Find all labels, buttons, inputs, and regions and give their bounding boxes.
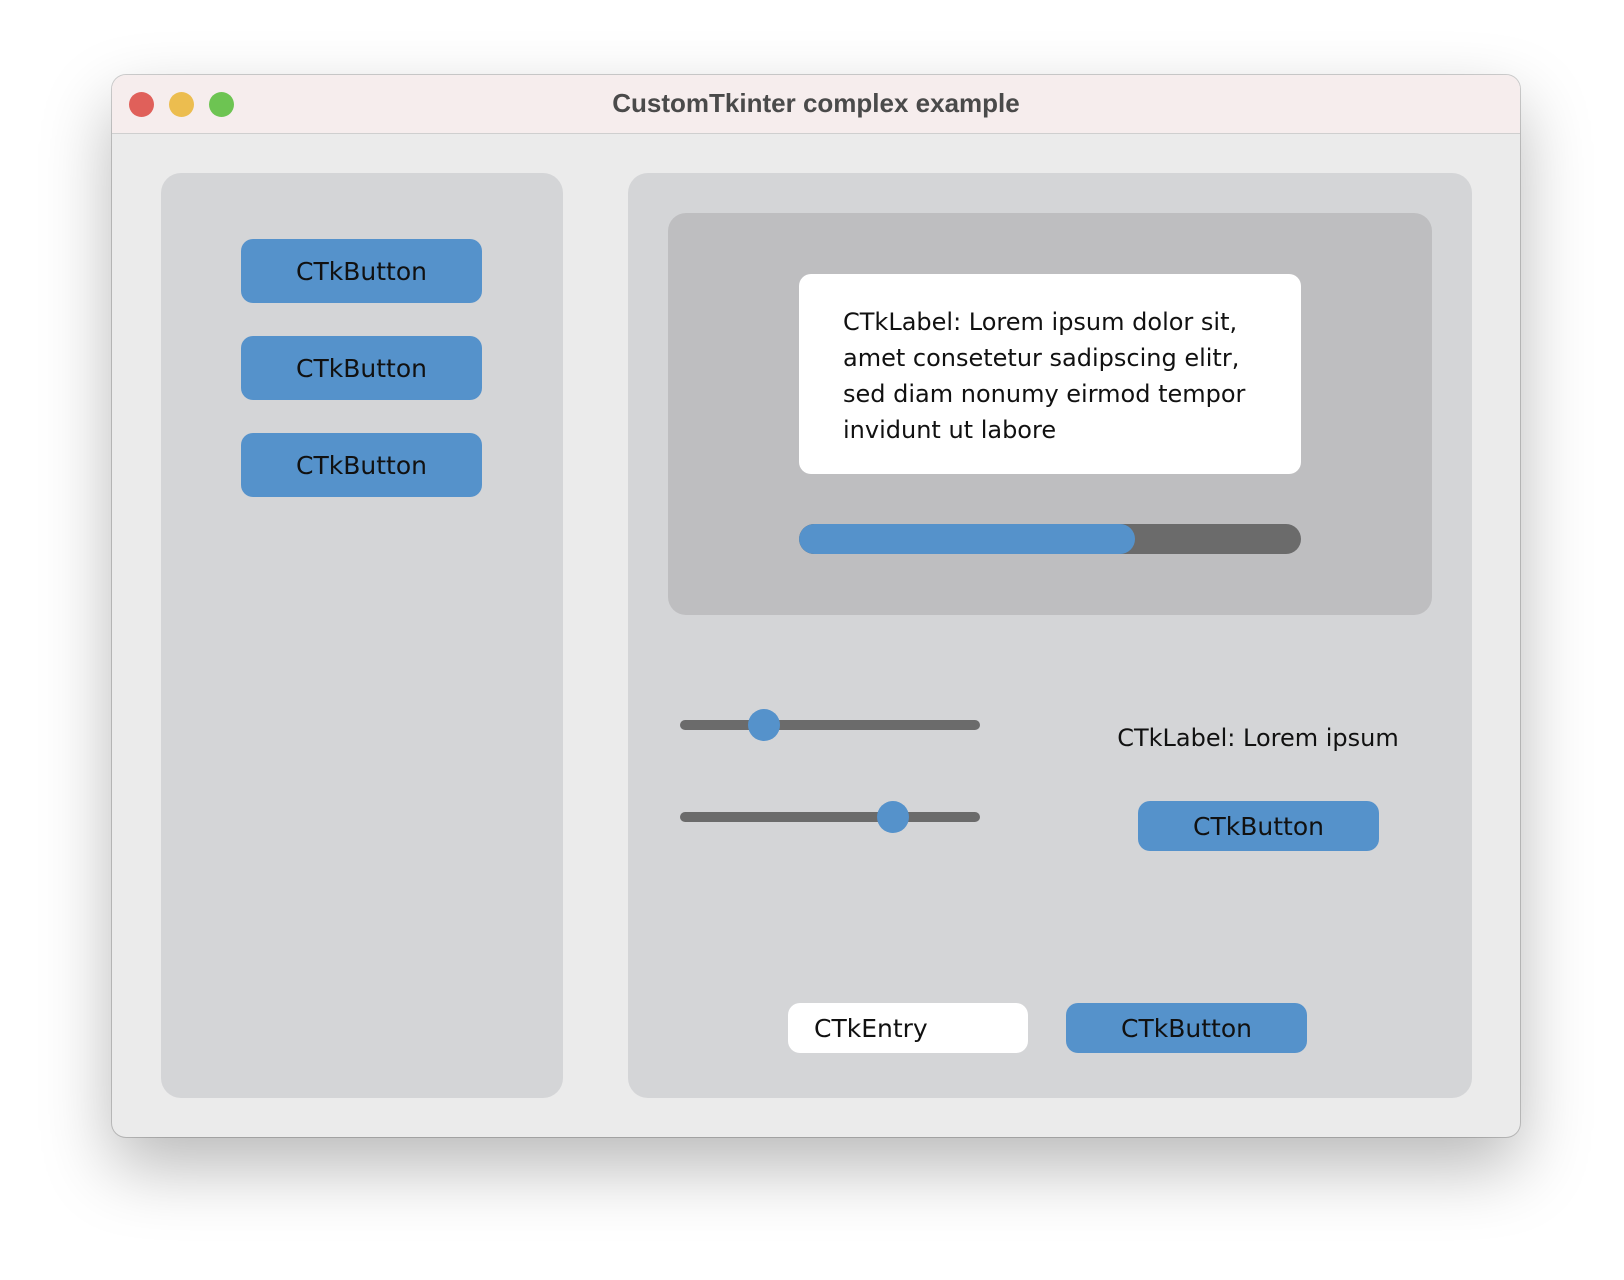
zoom-window-button[interactable]	[209, 92, 234, 117]
side-label: CTkLabel: Lorem ipsum	[1117, 724, 1399, 752]
window-title: CustomTkinter complex example	[612, 88, 1020, 118]
inner-frame: CTkLabel: Lorem ipsum dolor sit, amet co…	[668, 213, 1432, 615]
multiline-label: CTkLabel: Lorem ipsum dolor sit, amet co…	[843, 308, 1246, 444]
bottom-button[interactable]: CTkButton	[1066, 1003, 1307, 1053]
close-window-button[interactable]	[129, 92, 154, 117]
slider-1-thumb[interactable]	[748, 709, 780, 741]
slider-2-thumb[interactable]	[877, 801, 909, 833]
app-window: CustomTkinter complex example CTkButton …	[112, 75, 1520, 1137]
text-entry[interactable]	[788, 1003, 1028, 1053]
side-button[interactable]: CTkButton	[1138, 801, 1379, 851]
title-bar[interactable]: CustomTkinter complex example	[112, 75, 1520, 134]
slider-2-track[interactable]	[680, 812, 980, 822]
minimize-window-button[interactable]	[169, 92, 194, 117]
text-label-box: CTkLabel: Lorem ipsum dolor sit, amet co…	[799, 274, 1301, 474]
left-button-3[interactable]: CTkButton	[241, 433, 482, 497]
slider-1-track[interactable]	[680, 720, 980, 730]
progress-bar-fill	[799, 524, 1136, 554]
slider-2[interactable]	[680, 800, 980, 834]
slider-1[interactable]	[680, 708, 980, 742]
left-frame: CTkButton CTkButton CTkButton	[161, 173, 563, 1098]
left-button-2[interactable]: CTkButton	[241, 336, 482, 400]
left-button-1[interactable]: CTkButton	[241, 239, 482, 303]
progress-bar	[799, 524, 1301, 554]
right-frame: CTkLabel: Lorem ipsum dolor sit, amet co…	[628, 173, 1472, 1098]
